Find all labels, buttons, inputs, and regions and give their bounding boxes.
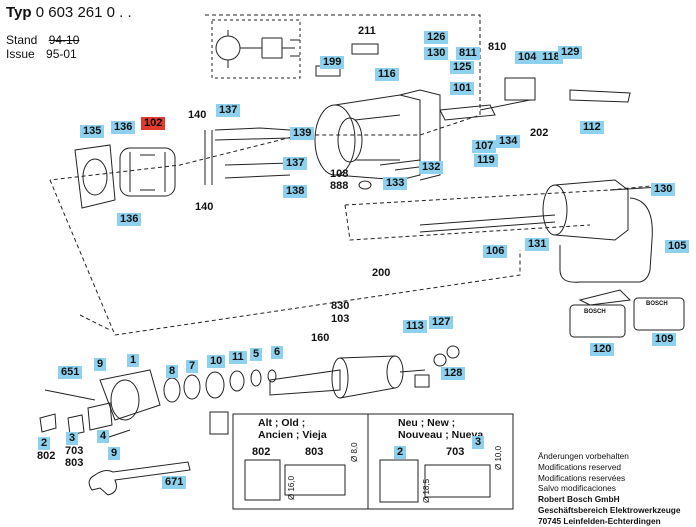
part-label-101: 101 xyxy=(450,82,475,95)
part-label-102: 102 xyxy=(141,117,166,130)
part-label-651: 651 xyxy=(58,366,83,379)
old-box-dim-8: Ø 8,0 xyxy=(350,442,359,462)
part-label-9-top: 9 xyxy=(94,358,107,371)
part-label-108: 108 xyxy=(330,168,349,180)
part-label-137-top: 137 xyxy=(216,104,241,117)
part-label-140-top: 140 xyxy=(188,109,207,121)
cover-tube xyxy=(419,179,661,241)
new-box-label-2: 2 xyxy=(394,446,407,459)
part-label-10: 10 xyxy=(207,355,226,368)
new-box-title: Neu ; New ; Nouveau ; Nueva xyxy=(398,417,484,441)
part-label-107: 107 xyxy=(472,140,497,153)
part-label-109: 109 xyxy=(652,333,677,346)
part-label-136-bottom: 136 xyxy=(117,213,142,226)
part-label-128: 128 xyxy=(441,367,466,380)
part-label-135: 135 xyxy=(80,125,105,138)
part-label-106: 106 xyxy=(483,245,508,258)
part-label-830: 830 xyxy=(331,300,350,312)
part-label-131: 131 xyxy=(525,238,550,251)
front-flange xyxy=(99,369,161,421)
type-number: Typ 0 603 261 0 . . xyxy=(6,4,132,21)
part-label-11: 11 xyxy=(229,351,247,364)
new-box-label-3: 3 xyxy=(472,436,485,449)
part-label-116: 116 xyxy=(375,68,399,81)
bearings-rings xyxy=(163,369,277,403)
stand-line: Stand 94-10 xyxy=(6,33,80,47)
part-label-7: 7 xyxy=(186,360,199,373)
part-label-120: 120 xyxy=(590,343,615,356)
footer-notes: Änderungen vorbehalten Modifications res… xyxy=(538,451,681,526)
type-number-value: 0 603 261 0 . . xyxy=(35,4,132,21)
nameplate-brand-120: BOSCH xyxy=(584,309,606,315)
sample-collet xyxy=(209,411,229,435)
part-label-105: 105 xyxy=(665,240,690,253)
part-label-125: 125 xyxy=(450,61,475,74)
old-box-title: Alt ; Old ; Ancien ; Vieja xyxy=(258,417,327,441)
part-label-140-bottom: 140 xyxy=(195,201,214,213)
part-label-888: 888 xyxy=(330,180,349,192)
part-label-103: 103 xyxy=(331,313,350,325)
part-label-703: 703 xyxy=(65,445,84,457)
part-label-104: 104 xyxy=(515,51,540,64)
nameplate-brand-109: BOSCH xyxy=(646,301,668,307)
wires xyxy=(204,127,291,185)
circuit-schematic xyxy=(211,19,301,79)
part-label-137-bottom: 137 xyxy=(283,157,308,170)
armature xyxy=(269,345,460,399)
part-label-200: 200 xyxy=(372,267,391,279)
part-label-160: 160 xyxy=(311,332,330,344)
part-label-118: 118 xyxy=(539,51,563,64)
part-label-4: 4 xyxy=(97,430,110,443)
part-label-130-right: 130 xyxy=(651,183,676,196)
cable xyxy=(559,197,653,306)
part-label-119: 119 xyxy=(474,154,498,167)
motor-housing xyxy=(314,89,441,181)
part-label-134: 134 xyxy=(496,135,521,148)
detail-boxes xyxy=(232,413,514,510)
nameplates xyxy=(569,297,685,338)
part-label-6: 6 xyxy=(271,346,284,359)
stand-old-value: 94-10 xyxy=(48,33,80,47)
part-label-133: 133 xyxy=(383,177,408,190)
issue-line: Issue 95-01 xyxy=(6,47,77,61)
part-label-202: 202 xyxy=(530,127,549,139)
part-label-129: 129 xyxy=(558,46,583,59)
part-label-5: 5 xyxy=(250,348,263,361)
part-211 xyxy=(351,43,379,55)
part-label-3: 3 xyxy=(66,432,79,445)
part-label-130: 130 xyxy=(424,47,449,60)
new-box-dim-10: Ø 10,0 xyxy=(494,445,503,470)
part-label-126: 126 xyxy=(424,31,449,44)
new-box-label-703: 703 xyxy=(446,446,465,458)
brush-holder xyxy=(74,144,116,209)
part-label-199: 199 xyxy=(320,56,345,69)
collet-parts xyxy=(39,389,131,441)
old-box-dim-16: Ø 16,0 xyxy=(287,475,296,500)
part-label-2: 2 xyxy=(38,437,51,450)
part-label-8: 8 xyxy=(166,365,179,378)
part-label-136-top: 136 xyxy=(111,121,136,134)
old-box-label-802: 802 xyxy=(252,446,271,458)
part-label-132: 132 xyxy=(419,161,444,174)
part-label-9-bottom: 9 xyxy=(108,447,121,460)
part-label-127: 127 xyxy=(429,316,454,329)
part-label-671: 671 xyxy=(162,476,187,489)
part-label-803: 803 xyxy=(65,457,84,469)
old-box-label-803: 803 xyxy=(305,446,324,458)
new-box-dim-18: Ø 18,5 xyxy=(422,478,431,503)
part-label-1: 1 xyxy=(127,354,140,367)
part-label-113: 113 xyxy=(403,320,427,333)
assembly-frame xyxy=(49,14,661,336)
stator xyxy=(119,147,176,197)
part-label-112: 112 xyxy=(580,121,604,134)
part-label-138: 138 xyxy=(283,185,308,198)
part-label-802: 802 xyxy=(37,450,56,462)
issue-value: 95-01 xyxy=(46,47,77,61)
part-label-139: 139 xyxy=(290,127,315,140)
part-label-810: 810 xyxy=(488,41,507,53)
wrench xyxy=(88,461,191,496)
part-label-811: 811 xyxy=(456,47,480,60)
part-label-211: 211 xyxy=(358,25,376,37)
